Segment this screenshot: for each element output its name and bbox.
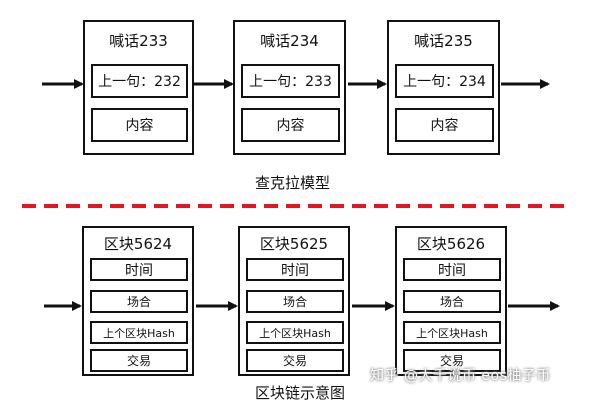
block-title: 喊话234 <box>260 32 319 50</box>
block-title: 喊话235 <box>414 32 473 50</box>
block-title: 区块5624 <box>103 235 173 253</box>
content-box: 内容 <box>241 108 340 142</box>
prev-sentence-box: 上一句：234 <box>395 64 494 98</box>
place-box: 场合 <box>90 290 188 313</box>
watermark: 知乎 @大千说币 eos柚子币 <box>370 368 551 384</box>
content-box: 内容 <box>91 108 188 142</box>
time-box: 时间 <box>403 258 501 281</box>
trade-box: 交易 <box>403 349 501 372</box>
prev-hash-box: 上个区块Hash <box>246 321 344 344</box>
block-title: 区块5626 <box>416 235 486 253</box>
chat-block-234: 喊话234 上一句：233 内容 <box>233 20 346 155</box>
prev-sentence-box: 上一句：233 <box>241 64 340 98</box>
chat-block-235: 喊话235 上一句：234 内容 <box>387 20 500 155</box>
prev-hash-box: 上个区块Hash <box>90 321 188 344</box>
content-box: 内容 <box>395 108 494 142</box>
block-title: 区块5625 <box>259 235 329 253</box>
place-box: 场合 <box>246 290 344 313</box>
trade-box: 交易 <box>246 349 344 372</box>
prev-hash-box: 上个区块Hash <box>403 321 501 344</box>
time-box: 时间 <box>90 258 188 281</box>
chat-block-233: 喊话233 上一句：232 内容 <box>83 20 194 155</box>
time-box: 时间 <box>246 258 344 281</box>
chain-block-5625: 区块5625 时间 场合 上个区块Hash 交易 <box>238 226 350 376</box>
block-title: 喊话233 <box>109 32 168 50</box>
top-diagram-caption: 查克拉模型 <box>255 174 331 192</box>
prev-sentence-box: 上一句：232 <box>91 64 188 98</box>
bottom-diagram-caption: 区块链示意图 <box>255 384 346 402</box>
chain-block-5624: 区块5624 时间 场合 上个区块Hash 交易 <box>82 226 194 376</box>
chain-block-5626: 区块5626 时间 场合 上个区块Hash 交易 <box>395 226 507 376</box>
place-box: 场合 <box>403 290 501 313</box>
trade-box: 交易 <box>90 349 188 372</box>
